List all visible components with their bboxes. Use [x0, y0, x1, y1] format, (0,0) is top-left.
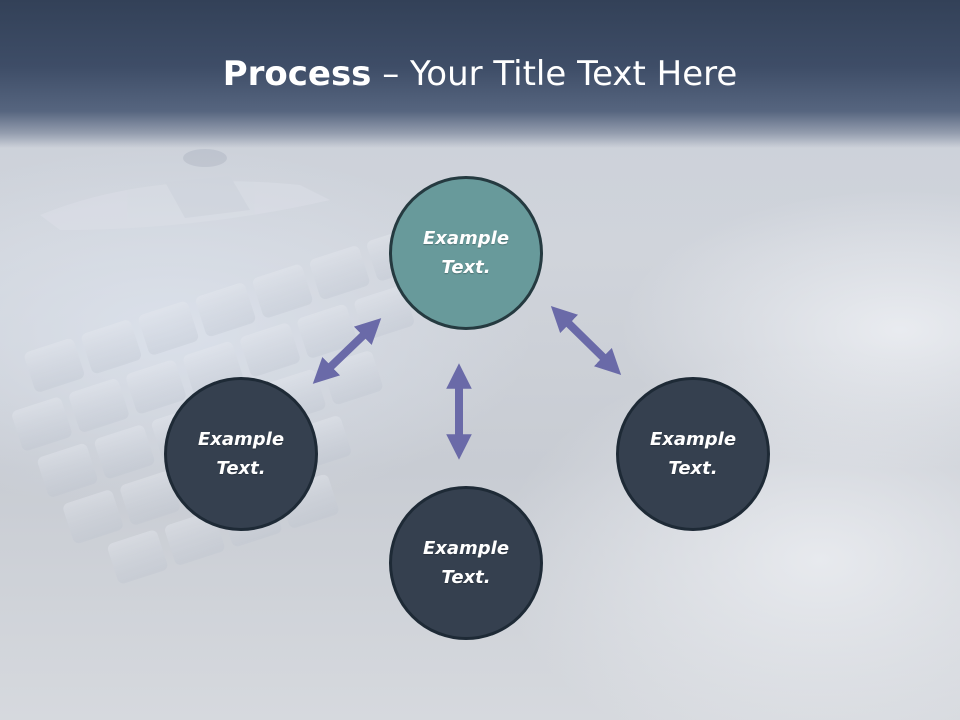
node-right-line1: Example: [649, 429, 737, 450]
node-right-line2: Text.: [668, 458, 718, 479]
title-rest: – Your Title Text Here: [371, 54, 738, 94]
header-band: [0, 0, 960, 148]
node-right: Example Text.: [616, 377, 770, 531]
arrow-top-right: [550, 306, 622, 375]
node-bottom: Example Text.: [389, 486, 543, 640]
node-bottom-line2: Text.: [441, 567, 491, 588]
node-left-line2: Text.: [216, 458, 266, 479]
node-top: Example Text.: [389, 176, 543, 330]
slide-title: Process – Your Title Text Here: [0, 52, 960, 96]
node-bottom-line1: Example: [422, 538, 510, 559]
node-top-line1: Example: [422, 228, 510, 249]
arrow-top-left: [312, 318, 382, 384]
title-bold: Process: [222, 54, 372, 94]
node-top-line2: Text.: [441, 257, 491, 278]
node-left-line1: Example: [197, 429, 285, 450]
node-left: Example Text.: [164, 377, 318, 531]
